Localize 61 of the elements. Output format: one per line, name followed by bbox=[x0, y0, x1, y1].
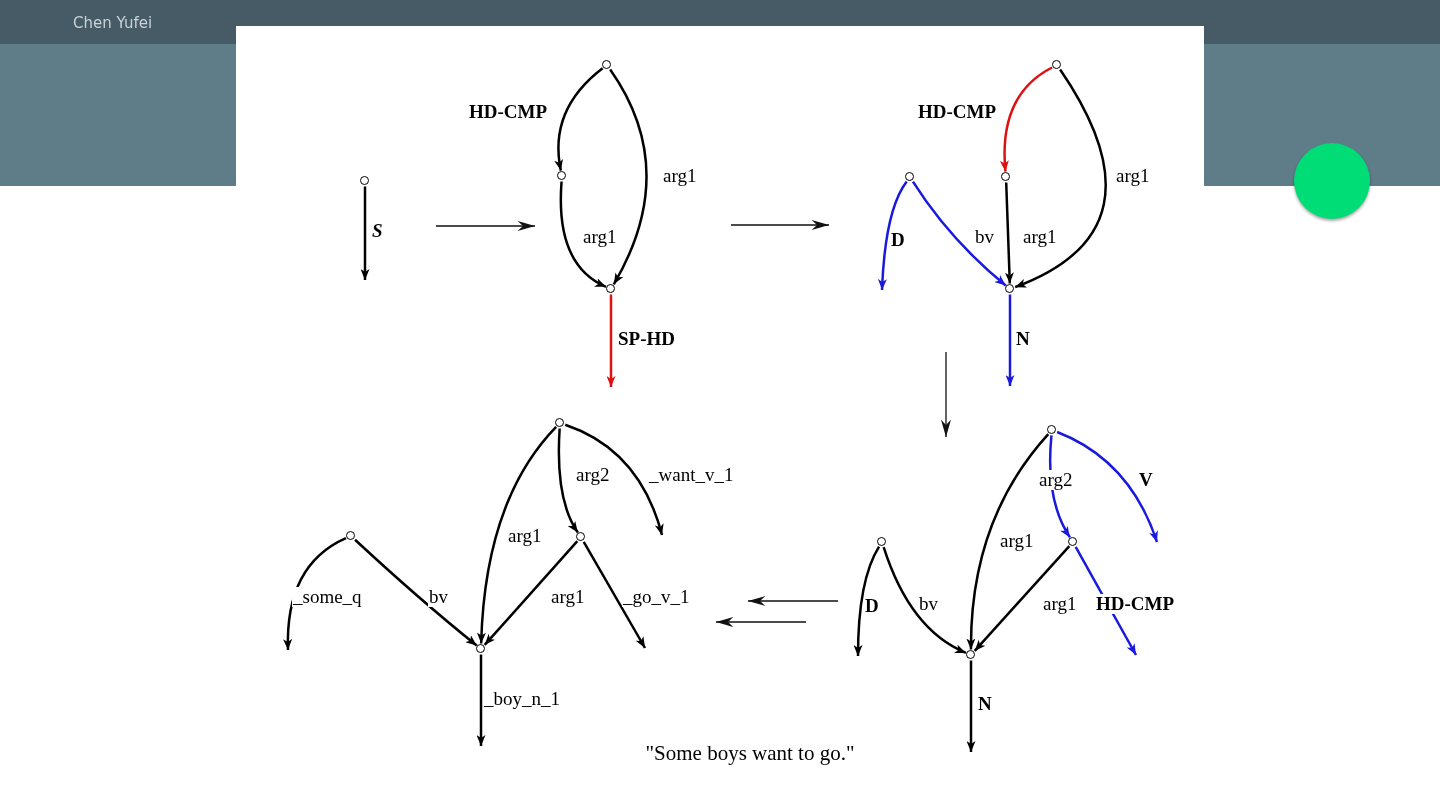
node-circle bbox=[360, 176, 369, 185]
edge-label: arg2 bbox=[1038, 470, 1074, 490]
node-circle bbox=[346, 531, 355, 540]
arrow bbox=[559, 181, 607, 288]
arrow bbox=[1005, 294, 1015, 386]
arrow bbox=[557, 428, 579, 534]
arrow bbox=[966, 433, 1050, 650]
node-circle bbox=[1001, 172, 1010, 181]
arrow bbox=[878, 180, 908, 291]
edge-label: arg2 bbox=[575, 465, 611, 485]
node-circle bbox=[602, 60, 611, 69]
edge-label: _boy_n_1 bbox=[483, 689, 561, 709]
node-circle bbox=[1068, 537, 1077, 546]
arrow bbox=[360, 186, 370, 280]
arrow bbox=[966, 660, 976, 752]
edge-label: arg1 bbox=[662, 166, 698, 186]
edge-label: arg1 bbox=[550, 587, 586, 607]
arrow bbox=[1000, 66, 1053, 172]
edge-label: arg1 bbox=[1022, 227, 1058, 247]
arrow bbox=[554, 67, 604, 171]
arrow bbox=[476, 654, 486, 746]
edge-label: _go_v_1 bbox=[622, 587, 691, 607]
arrow bbox=[882, 546, 967, 655]
arrow bbox=[477, 426, 558, 644]
node-circle bbox=[1047, 425, 1056, 434]
arrow bbox=[853, 546, 881, 656]
edge-label: arg1 bbox=[507, 526, 543, 546]
node-circle bbox=[1294, 143, 1370, 219]
arrow bbox=[609, 68, 648, 285]
arrow bbox=[582, 541, 647, 649]
arrow bbox=[354, 538, 478, 647]
arrow bbox=[973, 545, 1071, 652]
caption: "Some boys want to go." bbox=[644, 741, 856, 766]
node-circle bbox=[555, 418, 564, 427]
edge-label: bv bbox=[918, 594, 939, 614]
edge-label: bv bbox=[428, 587, 449, 607]
node-circle bbox=[905, 172, 914, 181]
node-circle bbox=[557, 171, 566, 180]
edge-label: arg1 bbox=[999, 531, 1035, 551]
arrow bbox=[283, 537, 347, 650]
node-circle bbox=[1005, 284, 1014, 293]
arrow bbox=[1004, 182, 1014, 284]
node-circle bbox=[576, 532, 585, 541]
arrow bbox=[1056, 430, 1159, 543]
edge-label: arg1 bbox=[1042, 594, 1078, 614]
arrow bbox=[606, 294, 616, 387]
edge-label: _some_q bbox=[292, 587, 363, 607]
edge-label: HD-CMP bbox=[1095, 594, 1176, 614]
node-circle bbox=[1052, 60, 1061, 69]
author-name: Chen Yufei bbox=[73, 14, 153, 32]
edge-label: arg1 bbox=[1115, 166, 1151, 186]
arrow bbox=[911, 180, 1007, 287]
node-circle bbox=[606, 284, 615, 293]
node-circle bbox=[966, 650, 975, 659]
edge-label: arg1 bbox=[582, 227, 618, 247]
arrow bbox=[564, 423, 664, 536]
arrow bbox=[1014, 68, 1107, 289]
arrow bbox=[483, 540, 579, 646]
node-circle bbox=[476, 644, 485, 653]
edge-label: _want_v_1 bbox=[648, 465, 735, 485]
node-circle bbox=[877, 537, 886, 546]
